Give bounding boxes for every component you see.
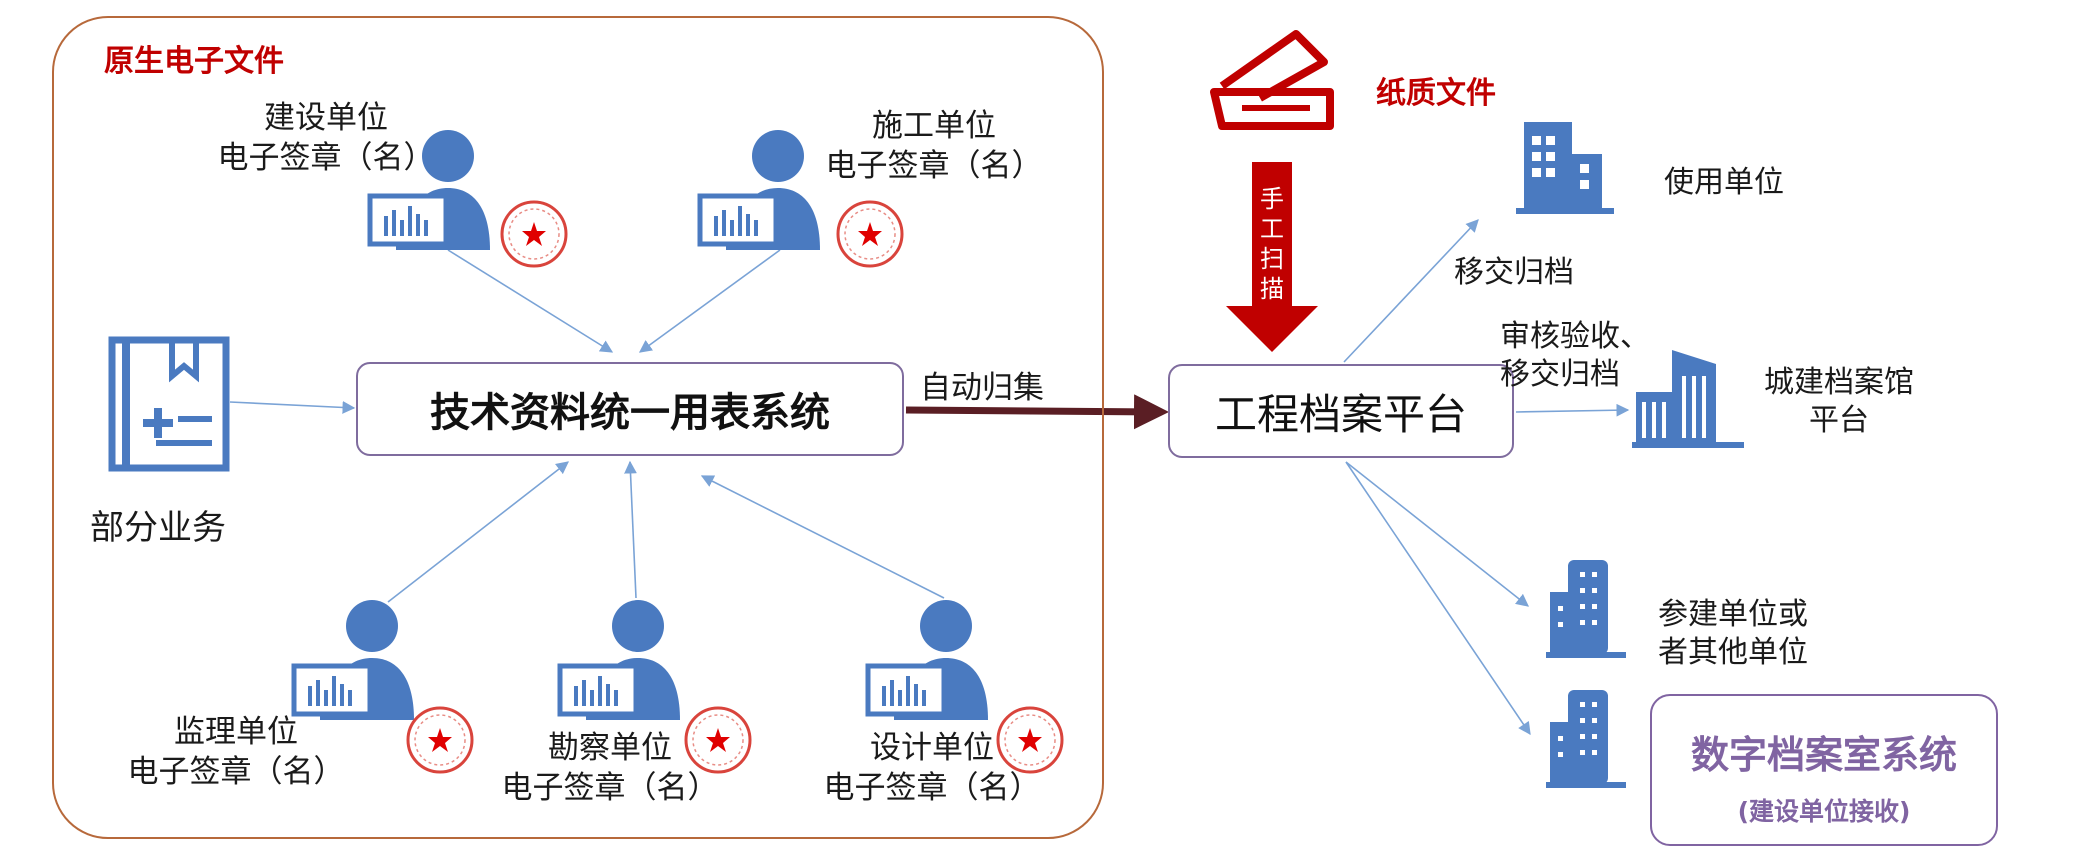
shigong-unit-sign: 电子签章（名）	[825, 148, 1043, 184]
scan-char: 工	[1260, 215, 1284, 243]
partial-business-label: 部分业务	[90, 508, 226, 548]
sheji-unit-sign: 电子签章（名）	[823, 770, 1041, 806]
person-computer-icon	[865, 600, 988, 720]
document-plus-icon	[108, 336, 230, 472]
kancha-unit-name: 勘察单位	[548, 730, 672, 766]
review-line2: 移交归档	[1500, 357, 1620, 392]
seal-icon	[836, 200, 904, 268]
seal-icon	[684, 706, 752, 774]
city-building-icon	[1632, 350, 1744, 448]
kancha-unit-label: 勘察单位 电子签章（名）	[490, 728, 730, 808]
arrow-platform-to-urban	[1515, 403, 1630, 417]
jianshe-unit-label: 建设单位 电子签章（名）	[206, 98, 446, 178]
arrow-kancha-to-system	[624, 460, 637, 599]
arrow-business-to-system	[229, 401, 356, 414]
paper-files-label: 纸质文件	[1376, 76, 1496, 111]
digital-archive-box[interactable]: 数字档案室系统 (建设单位接收)	[1650, 694, 1998, 846]
tower-icon	[1546, 690, 1626, 788]
seal-icon	[406, 706, 474, 774]
building-icon	[1516, 122, 1614, 214]
auto-collect-label: 自动归集	[920, 370, 1044, 406]
participant-unit-label: 参建单位或 者其他单位	[1658, 596, 1808, 672]
native-files-frame	[52, 16, 1104, 839]
archive-platform-box[interactable]: 工程档案平台	[1168, 364, 1514, 458]
scan-char: 手	[1260, 185, 1284, 213]
arrow-sheji-to-system	[700, 475, 945, 599]
arrow-jianli-to-system	[387, 461, 570, 603]
sheji-unit-label: 设计单位 电子签章（名）	[812, 728, 1052, 808]
arrow-jianshe-to-system	[447, 249, 614, 353]
jianli-unit-label: 监理单位 电子签章（名）	[116, 712, 356, 792]
participant-line2: 者其他单位	[1658, 635, 1808, 670]
shigong-unit-label: 施工单位 电子签章（名）	[814, 106, 1054, 186]
participant-line1: 参建单位或	[1658, 597, 1808, 632]
urban-archive-label: 城建档案馆 平台	[1754, 364, 1924, 440]
person-computer-icon	[291, 600, 414, 720]
arrow-shigong-to-system	[638, 249, 781, 353]
manual-scan-arrow	[1226, 162, 1318, 352]
review-line1: 审核验收、	[1500, 319, 1650, 354]
digital-archive-title: 数字档案室系统	[1690, 733, 1957, 777]
scan-char: 扫	[1260, 245, 1284, 273]
review-transfer-label: 审核验收、 移交归档	[1500, 318, 1650, 394]
arrow-platform-to-user	[1343, 219, 1479, 363]
archive-platform-label: 工程档案平台	[1214, 389, 1467, 439]
scanner-icon	[1210, 30, 1334, 130]
kancha-unit-sign: 电子签章（名）	[501, 770, 719, 806]
main-system-box[interactable]: 技术资料统一用表系统	[356, 362, 904, 456]
digital-archive-subtitle: (建设单位接收)	[1737, 797, 1911, 826]
seal-icon	[996, 706, 1064, 774]
shigong-unit-name: 施工单位	[872, 108, 996, 144]
jianli-unit-name: 监理单位	[174, 714, 298, 750]
arrow-platform-to-participant	[1345, 461, 1530, 607]
jianshe-unit-sign: 电子签章（名）	[217, 140, 435, 176]
person-computer-icon	[557, 600, 680, 720]
arrow-auto-collect	[905, 394, 1169, 430]
person-computer-icon	[697, 130, 820, 250]
scan-char: 描	[1260, 275, 1284, 303]
seal-icon	[500, 200, 568, 268]
jianshe-unit-name: 建设单位	[264, 100, 388, 136]
urban-line1: 城建档案馆	[1764, 365, 1914, 400]
jianli-unit-sign: 电子签章（名）	[127, 754, 345, 790]
main-system-label: 技术资料统一用表系统	[430, 390, 830, 436]
urban-line2: 平台	[1809, 403, 1869, 438]
sheji-unit-name: 设计单位	[870, 730, 994, 766]
transfer-archive-label: 移交归档	[1454, 255, 1574, 290]
user-unit-label: 使用单位	[1664, 165, 1784, 200]
tower-icon	[1546, 560, 1626, 658]
arrow-platform-to-digital	[1345, 461, 1531, 736]
manual-scan-text: 手 工 扫 描	[1252, 184, 1292, 304]
person-computer-icon	[367, 130, 490, 250]
native-files-title: 原生电子文件	[104, 44, 284, 79]
